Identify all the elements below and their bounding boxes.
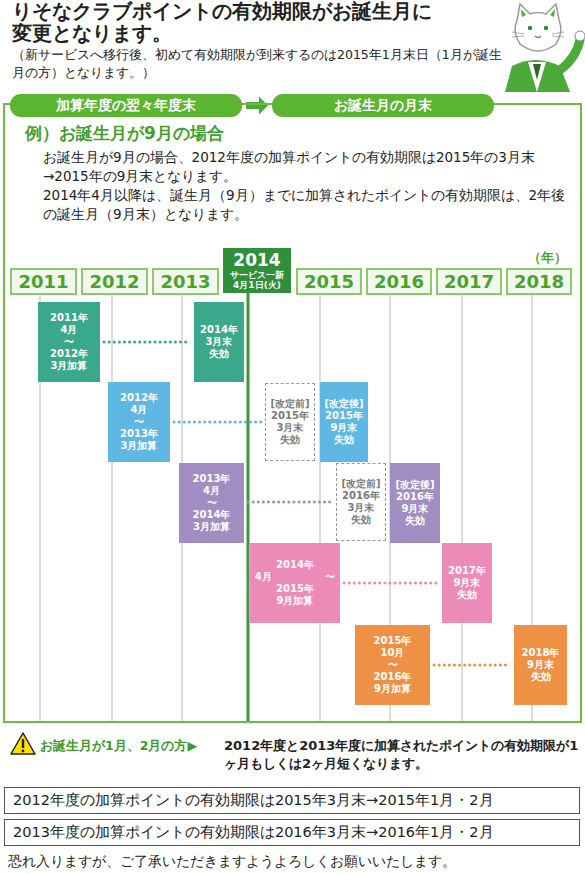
warning-label: お誕生月が1月、2月の方▶ [40,737,225,755]
period-box: 2015年 10月 〜 2016年 9月加算 [355,625,430,705]
year-text: 2017 [444,271,494,292]
service-note: サービス一新 4月1日(火) [225,270,289,290]
period-box: [改定後] 2016年 9月末 失効 [390,463,440,543]
period-box: 2012年 4月 〜 2013年 3月加算 [108,382,170,462]
period-text: 2012年 4月 〜 2013年 3月加算 [110,392,168,452]
year-text: 2013 [160,271,210,292]
period-text: 2018年 9月末 失効 [516,647,565,683]
period-text: [改定前] 2015年 3月末 失効 [268,398,312,446]
old-expiry-box: [改定前] 2016年 3月末 失効 [336,463,386,541]
year-cell: 2017 [436,268,502,295]
arrow-connector [246,97,268,115]
unit-label: （年） [528,249,567,267]
period-text: 2015年 10月 〜 2016年 9月加算 [357,635,428,695]
period-box: 2017年 9月末 失効 [442,543,492,623]
header-pill: 加算年度の翌々年度末 [10,94,242,117]
node-text: 2013年度の加算ポイントの有効期限は2016年3月末→2016年1月・2月 [13,823,494,842]
note-text: （新サービスへ移行後、初めて有効期限が到来するのは2015年1月末日（1月が誕生… [12,46,512,82]
warning-icon [11,733,35,754]
period-text: 2017年 9月末 失効 [444,565,490,601]
node-text: 加算年度の翌々年度末 [56,97,196,115]
period-text: 2013年 4月 〜 2014年 3月加算 [181,473,242,533]
period-text: 2014年 4月 〜 2015年 9月加算 [252,559,338,607]
dotted-connector [104,342,190,343]
period-text: [改定前] 2016年 3月末 失効 [339,478,383,526]
period-text: 2014年 3月末 失効 [196,324,242,360]
example-title: 例）お誕生月が9月の場合 [25,122,566,144]
period-box: 2014年 4月 〜 2015年 9月加算 [250,543,340,623]
year-text: 2016 [374,271,424,292]
service-start-line [247,292,250,721]
year-cell: 2015 [296,268,362,295]
year-cell: 2012 [81,268,148,295]
year-cell: 2013 [152,268,219,295]
heading: りそなクラブポイントの有効期限がお誕生月に変更となります。 [12,0,437,44]
year-cell: 2018 [506,268,572,295]
period-box: 2018年 9月末 失効 [514,625,567,705]
node-text: お誕生月の月末 [334,97,432,115]
footer-note: 恐れ入りますが、ご了承いただきますようよろしくお願いいたします。 [8,852,580,870]
old-expiry-box: [改定前] 2015年 3月末 失効 [265,383,315,461]
warning-text: 2012年度と2013年度に加算されたポイントの有効期限が1ヶ月もしくは2ヶ月短… [224,737,580,773]
note-box: 2013年度の加算ポイントの有効期限は2016年3月末→2016年1月・2月 [4,819,580,846]
period-text: [改定後] 2015年 9月末 失効 [322,398,366,446]
example-body: 2014年4月以降は、誕生月（9月）までに加算されたポイントの有効期限は、2年後… [43,186,566,224]
year-text: 2011 [18,271,68,292]
mascot-illustration [505,4,585,92]
guide-lines [40,292,532,721]
period-text: 2011年 4月 〜 2012年 3月加算 [40,312,98,372]
period-box: 2011年 4月 〜 2012年 3月加算 [38,302,100,382]
year-text: 2014 [233,251,280,270]
year-cell: 2014サービス一新 4月1日(火) [223,248,291,293]
header-pill: お誕生月の月末 [272,94,494,117]
note-box: 2012年度の加算ポイントの有効期限は2015年3月末→2015年1月・2月 [4,787,580,814]
dotted-connector [248,502,332,503]
year-text: 2018 [514,271,564,292]
dotted-connector [344,583,438,584]
year-text: 2015 [304,271,354,292]
example-panel: 例）お誕生月が9月の場合お誕生月が9月の場合、2012年度の加算ポイントの有効期… [3,103,582,723]
period-box: 2014年 3月末 失効 [194,302,244,382]
period-box: [改定後] 2015年 9月末 失効 [320,382,368,462]
example-body: お誕生月が9月の場合、2012年度の加算ポイントの有効期限は2015年の3月末→… [43,148,566,186]
node-text: 2012年度の加算ポイントの有効期限は2015年3月末→2015年1月・2月 [13,791,494,810]
year-cell: 2016 [366,268,432,295]
year-text: 2012 [89,271,139,292]
period-text: [改定後] 2016年 9月末 失効 [392,479,438,527]
year-cell: 2011 [10,268,77,295]
dotted-connector [434,665,510,666]
period-box: 2013年 4月 〜 2014年 3月加算 [179,463,244,543]
dotted-connector [174,422,261,423]
